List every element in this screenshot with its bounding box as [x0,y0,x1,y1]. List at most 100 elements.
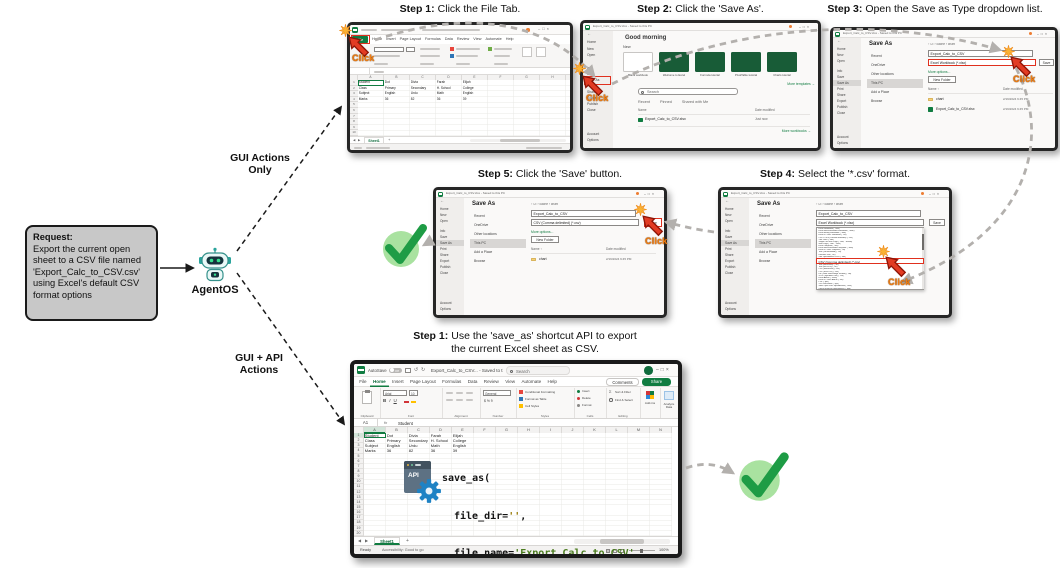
format-option[interactable]: Excel Workbook (*.xlsx) [818,228,840,230]
more-templates-link[interactable]: More templates → [787,82,815,86]
cell[interactable]: Urdu [410,91,418,96]
backstage-menu-item[interactable]: Publish [440,265,451,269]
new-folder-button[interactable]: New Folder [531,236,559,243]
row-number[interactable]: 17 [354,515,363,521]
column-header[interactable]: D [436,75,462,80]
sheet-nav-right-icon[interactable]: ▶ [358,137,361,142]
cell[interactable]: 39 [452,448,458,454]
cell[interactable]: English [386,443,400,449]
avatar[interactable] [644,366,653,375]
filetype-dropdown[interactable]: Excel Workbook (*.xlsx) [816,219,924,226]
backstage-nav-item[interactable]: Home [725,207,734,211]
folder-row[interactable]: chart 2/19/2024 9:45 PM [928,96,1053,105]
backstage-footer-item[interactable]: Options [587,138,599,142]
cell[interactable]: 36 [430,448,436,454]
filetype-dropdown[interactable]: CSV (Comma delimited) (*.csv) [531,219,639,226]
breadcrumb[interactable]: ↑ D: › cache › chart [531,203,558,206]
row-number[interactable]: 6 [354,459,363,464]
column-header[interactable]: B [384,75,410,80]
backstage-menu-item[interactable]: Print [725,247,732,251]
autosum-icon[interactable]: Σ [609,389,612,394]
column-header[interactable]: C [410,75,436,80]
backstage-footer-item[interactable]: Options [837,141,848,145]
cell[interactable]: English [452,443,466,449]
cell[interactable]: Class [358,85,367,90]
backstage-menu-item[interactable]: Print [440,247,447,251]
save-location-item[interactable]: Browse [759,259,771,263]
row-number[interactable]: 3 [354,443,363,449]
row-number[interactable]: 1 [350,80,358,86]
save-location-item[interactable]: OneDrive [474,223,489,227]
save-location-item[interactable]: Add a Place [759,250,778,254]
template-card[interactable]: Welcome to Excel [659,52,689,81]
column-header[interactable]: D [430,427,452,433]
backstage-menu-item[interactable]: Publish [587,102,599,106]
column-header[interactable]: C [408,427,430,433]
backstage-menu-item[interactable]: Save [440,235,448,239]
cell[interactable]: Divia [410,80,418,84]
backstage-menu-item[interactable]: Export [725,259,735,263]
save-location-item[interactable]: Browse [871,99,883,103]
conditional-formatting[interactable]: Conditional Formatting [525,390,556,394]
backstage-nav-item[interactable]: Home [440,207,449,211]
ribbon-tab[interactable]: Help [547,379,557,384]
column-header[interactable]: I [540,427,562,433]
delete-cells[interactable]: Delete [582,396,591,400]
view-break-icon[interactable] [620,548,624,553]
sheet-nav-left-icon[interactable]: ◀ [358,538,362,543]
filename-input[interactable]: Export_Calc_to_CSV [531,210,636,217]
row-number[interactable]: 6 [350,108,358,114]
ribbon-tab[interactable]: Help [505,37,514,41]
template-card[interactable]: Formula tutorial [695,52,725,81]
ribbon-tab[interactable]: Page Layout [409,379,436,384]
bold-button[interactable]: B [383,398,387,403]
italic-button[interactable]: I [389,398,391,403]
addins-icon[interactable] [646,391,654,399]
row-number[interactable]: 8 [354,469,363,475]
ribbon-tab[interactable]: Automate [485,37,502,41]
ribbon-tab[interactable]: View [473,37,482,41]
format-option[interactable]: Excel 97-2003 Add-in (*.xla) [818,279,844,281]
csv-format-option[interactable]: CSV (Comma delimited) (*.csv) [816,258,924,264]
format-option[interactable]: Text (MS-DOS) (*.txt) [818,266,838,269]
row-number[interactable]: 4 [354,448,363,454]
cell[interactable]: Primary [386,438,401,444]
row-number[interactable]: 2 [354,438,363,444]
backstage-menu-item[interactable]: Close [725,271,734,275]
save-location-item[interactable]: Other locations [759,232,782,236]
format-option[interactable]: OpenDocument Spreadsheet (*.ods) [818,287,851,290]
font-name-select[interactable]: Arial [383,390,407,396]
breadcrumb[interactable]: ↑ D: › cache › chart [928,43,955,46]
save-location-item[interactable]: OneDrive [759,223,774,227]
row-number[interactable]: 4 [350,97,358,103]
backstage-nav-item[interactable]: New [440,213,447,217]
more-workbooks-link[interactable]: More workbooks → [781,129,811,133]
window-controls[interactable]: –□× [799,24,811,29]
row-number[interactable]: 12 [354,490,363,495]
share-button[interactable]: Share [642,378,671,386]
save-button[interactable]: Save [1039,59,1054,66]
h-scrollbar[interactable] [600,539,644,544]
cell[interactable]: Class [364,438,375,444]
backstage-menu-item[interactable]: Info [440,229,446,233]
column-header[interactable]: G [496,427,518,433]
format-option[interactable]: CSV (Macintosh) (*.csv) [818,268,840,271]
row-number[interactable]: 5 [350,102,358,108]
sort-filter[interactable]: Sort & Filter [615,391,631,394]
sheet-nav-right-icon[interactable]: ▶ [365,538,369,543]
h-scrollbar[interactable] [500,139,540,142]
cell-styles[interactable]: Cell Styles [525,404,540,408]
ribbon-tab[interactable]: Automate [521,379,542,384]
list-tab[interactable]: Recent [638,100,651,104]
backstage-menu-item[interactable]: Share [587,90,597,94]
ribbon-tab[interactable]: Home [370,377,389,387]
format-option[interactable]: CSV (MS-DOS) (*.csv) [818,270,839,273]
cell[interactable]: Elijah [452,433,463,438]
cell[interactable]: 39 [462,96,467,101]
window-title[interactable]: Export_Calc_to_CSV... - Saved to this PC… [431,367,503,373]
ribbon-tab[interactable]: Data [444,37,453,41]
backstage-nav-item[interactable]: New [725,213,732,217]
column-header[interactable]: E [462,75,488,80]
cell[interactable]: Subject [358,91,370,96]
cell[interactable]: 36 [384,96,389,101]
